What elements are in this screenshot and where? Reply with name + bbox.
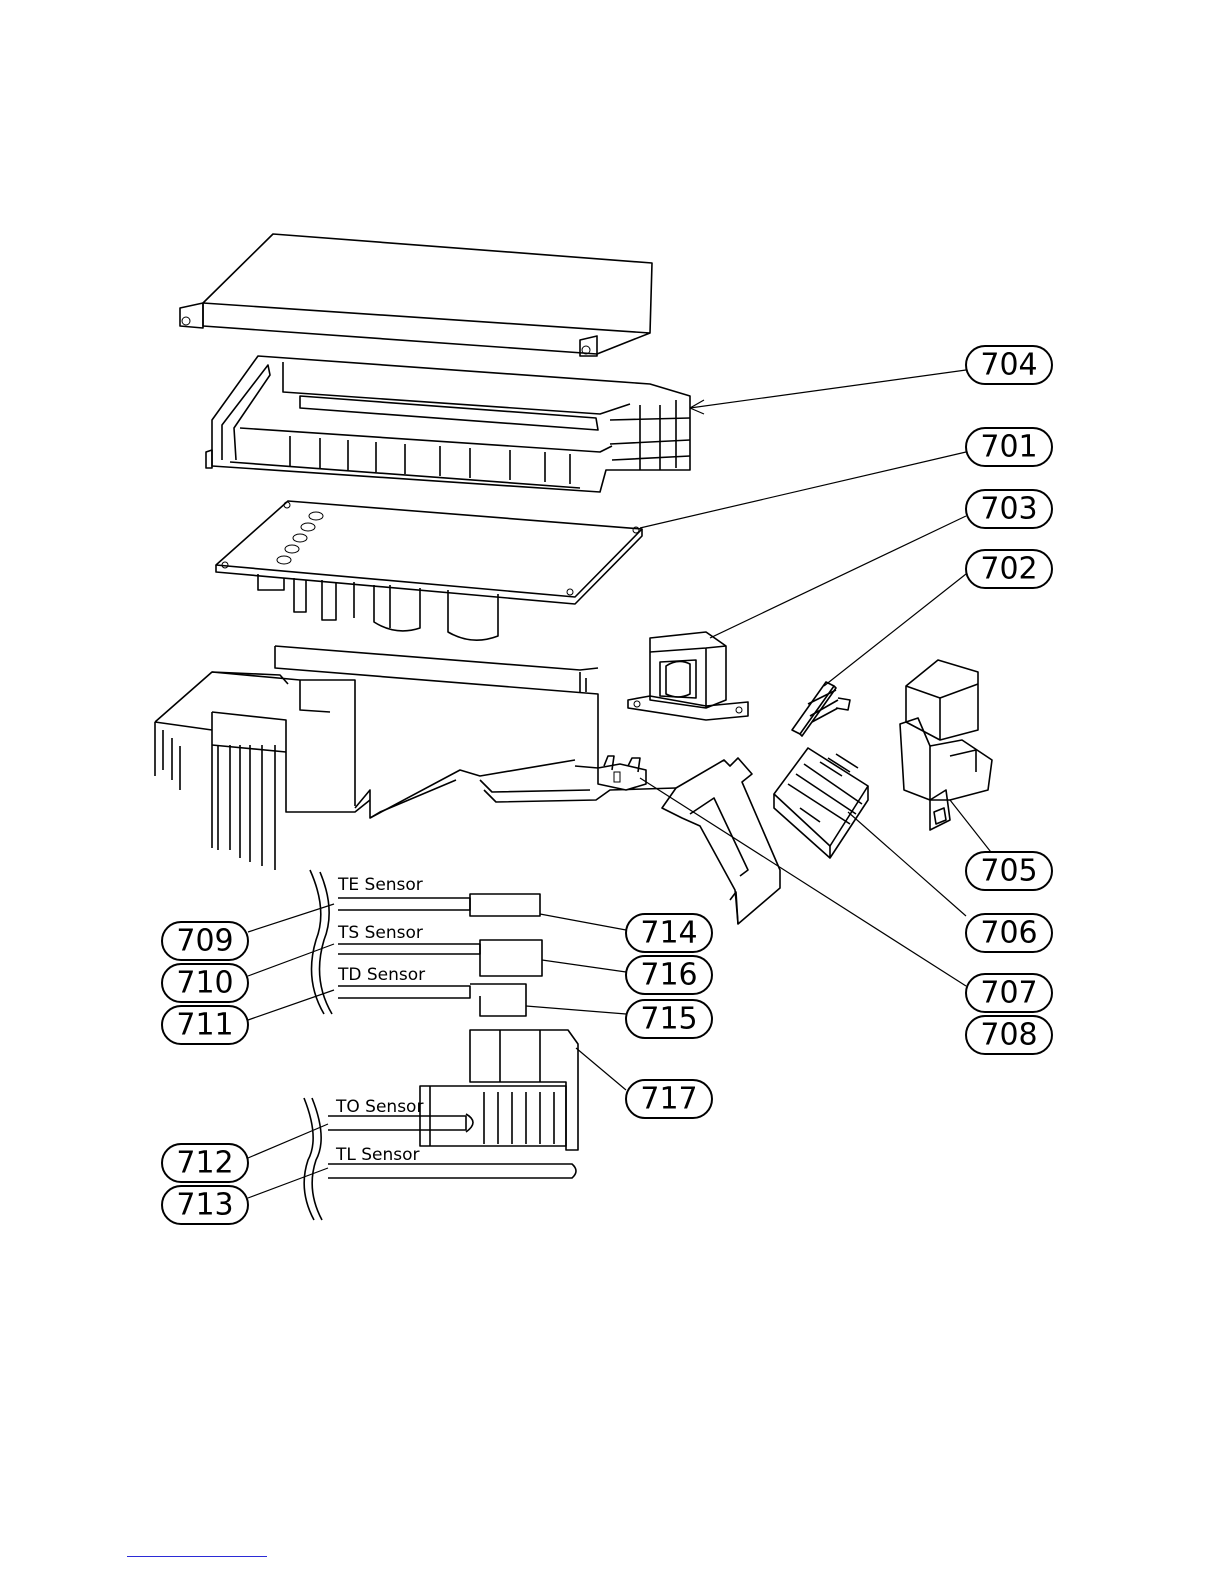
callout-709: 709 (162, 922, 248, 960)
callout-710: 710 (162, 964, 248, 1002)
svg-text:714: 714 (640, 916, 697, 951)
to-sensor-label: TO Sensor (335, 1097, 423, 1117)
callout-705: 705 (966, 852, 1052, 890)
terminal-block (598, 756, 646, 790)
relay-module (900, 660, 992, 830)
main-pcb (216, 501, 642, 640)
svg-text:705: 705 (980, 854, 1037, 889)
svg-text:701: 701 (980, 430, 1037, 465)
svg-text:716: 716 (640, 958, 697, 993)
callout-703: 703 (966, 490, 1052, 528)
callout-715: 715 (626, 1000, 712, 1038)
reactor-transformer (628, 632, 748, 720)
svg-text:710: 710 (176, 966, 233, 1001)
sensor-holder (420, 1030, 578, 1150)
filter-coil (774, 748, 868, 858)
callout-704: 704 (966, 346, 1052, 384)
callout-712: 712 (162, 1144, 248, 1182)
svg-text:713: 713 (176, 1188, 233, 1223)
svg-text:717: 717 (640, 1082, 697, 1117)
callout-714: 714 (626, 914, 712, 952)
svg-text:712: 712 (176, 1146, 233, 1181)
small-pcb (792, 682, 850, 736)
svg-text:709: 709 (176, 924, 233, 959)
callout-707: 707 (966, 974, 1052, 1012)
tl-sensor-label: TL Sensor (335, 1145, 420, 1165)
te-sensor-label: TE Sensor (337, 875, 423, 895)
td-sensor-label: TD Sensor (337, 965, 425, 985)
control-box-frame (206, 356, 690, 492)
side-bracket (662, 758, 780, 924)
svg-text:706: 706 (980, 916, 1037, 951)
callout-701: 701 (966, 428, 1052, 466)
sensor-labels: TE Sensor TS Sensor TD Sensor TO Sensor … (335, 875, 425, 1165)
callout-713: 713 (162, 1186, 248, 1224)
svg-text:715: 715 (640, 1002, 697, 1037)
svg-text:707: 707 (980, 976, 1037, 1011)
top-cover (180, 234, 652, 356)
callout-711: 711 (162, 1006, 248, 1044)
svg-text:711: 711 (176, 1008, 233, 1043)
callout-706: 706 (966, 914, 1052, 952)
svg-text:703: 703 (980, 492, 1037, 527)
callout-708: 708 (966, 1016, 1052, 1054)
svg-text:704: 704 (980, 348, 1037, 383)
callout-717: 717 (626, 1080, 712, 1118)
footer-link-underline (127, 1556, 267, 1557)
callout-702: 702 (966, 550, 1052, 588)
svg-text:702: 702 (980, 552, 1037, 587)
svg-text:708: 708 (980, 1018, 1037, 1053)
base-pan-heatsink (155, 646, 676, 870)
ts-sensor-label: TS Sensor (337, 923, 423, 943)
callout-716: 716 (626, 956, 712, 994)
